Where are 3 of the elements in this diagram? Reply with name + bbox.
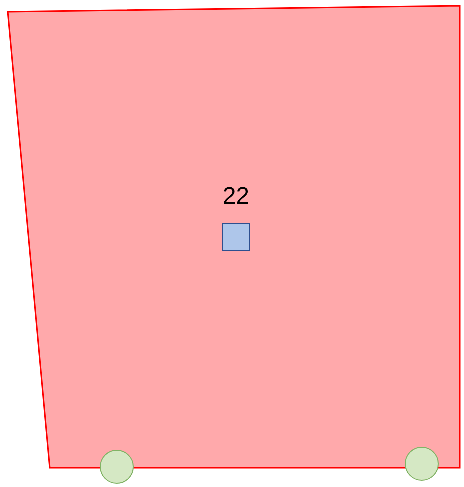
circle-marker [100,450,134,484]
node-label: 22 [222,183,251,212]
circle-marker [405,447,439,481]
